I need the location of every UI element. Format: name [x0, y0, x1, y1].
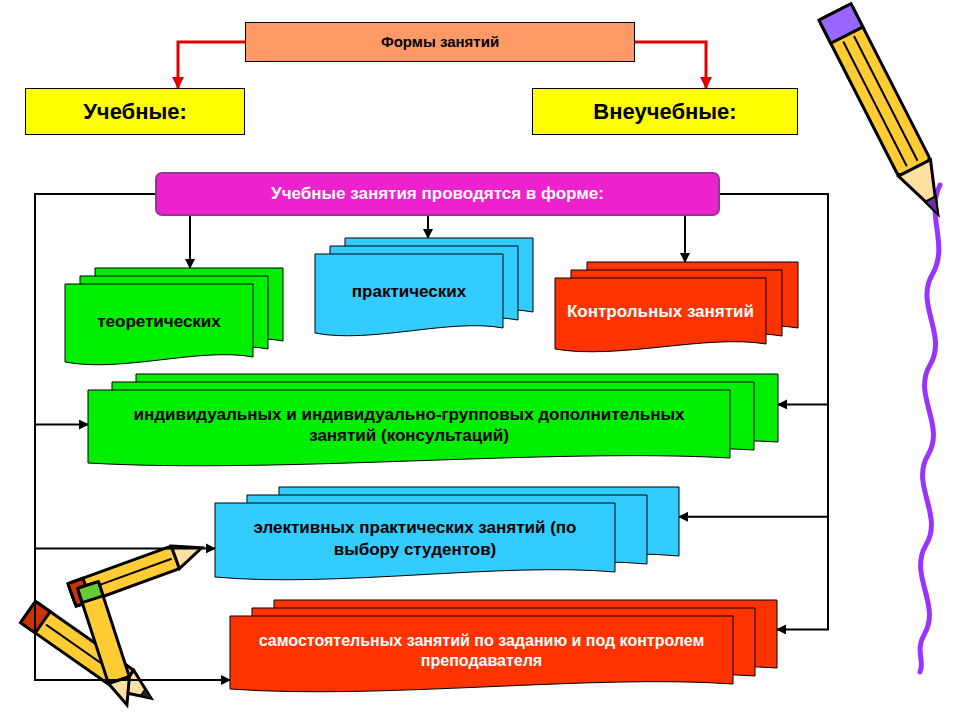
- connector-arrow: [178, 42, 245, 88]
- text-area: Внеучебные:: [532, 88, 798, 135]
- form-card: практических: [315, 238, 533, 336]
- card-layer: [230, 616, 733, 692]
- text-stack: Внеучебные:: [593, 98, 736, 126]
- text-area: Учебные:: [25, 88, 245, 135]
- form-card: элективных практических занятий (по выбо…: [215, 487, 679, 580]
- text-stack: теоретических: [97, 311, 221, 332]
- node-label: теоретических: [97, 311, 221, 332]
- text-stack: элективных практических занятий (по выбо…: [225, 517, 605, 560]
- card-layer: [215, 503, 615, 580]
- text-area: индивидуальных и индивидуально-групповых…: [88, 390, 730, 466]
- text-stack: самостоятельных занятий по заданию и под…: [240, 631, 723, 671]
- text-stack: практических: [352, 281, 466, 302]
- root-box: Формы занятий: [245, 22, 635, 62]
- text-stack: индивидуальных и индивидуально-групповых…: [98, 404, 720, 447]
- wavy-ribbon: [920, 185, 940, 672]
- text-area: Контрольных занятий: [555, 278, 766, 352]
- form-card: самостоятельных занятий по заданию и под…: [230, 600, 777, 692]
- category-box: Внеучебные:: [532, 88, 798, 135]
- node-label: Учебные занятия проводятся в форме:: [271, 183, 604, 204]
- text-area: практических: [315, 254, 503, 336]
- card-layer: [315, 254, 503, 336]
- connector-arrow: [189, 216, 191, 268]
- category-box: Учебные:: [25, 88, 245, 135]
- text-stack: Контрольных занятий: [567, 301, 754, 322]
- connector-arrow: [35, 194, 215, 548]
- pencil-illustration: [819, 4, 955, 223]
- card-layer: [88, 390, 730, 466]
- connector-arrow: [684, 216, 686, 262]
- form-card: теоретических: [65, 268, 283, 365]
- form-card: Контрольных занятий: [555, 262, 798, 352]
- card-layer: [65, 284, 253, 365]
- pencil-illustration: [68, 537, 206, 607]
- text-area: Учебные занятия проводятся в форме:: [155, 172, 720, 216]
- text-stack: Учебные:: [83, 98, 187, 126]
- connector-arrow: [679, 194, 828, 517]
- text-area: элективных практических занятий (по выбо…: [215, 503, 615, 580]
- text-area: самостоятельных занятий по заданию и под…: [230, 616, 733, 692]
- pencil-illustration: [78, 582, 138, 709]
- node-label: индивидуальных и индивидуально-групповых…: [98, 404, 720, 447]
- connector-arrow: [635, 42, 706, 88]
- node-label: Учебные:: [83, 98, 187, 126]
- connector-arrow: [427, 216, 429, 238]
- node-label: практических: [352, 281, 466, 302]
- text-area: Формы занятий: [245, 22, 635, 62]
- node-label: Формы занятий: [381, 33, 499, 52]
- text-stack: Формы занятий: [381, 33, 499, 52]
- node-label: элективных практических занятий (по выбо…: [225, 517, 605, 560]
- node-label: Контрольных занятий: [567, 301, 754, 322]
- node-label: Внеучебные:: [593, 98, 736, 126]
- text-stack: Учебные занятия проводятся в форме:: [271, 183, 604, 204]
- node-label: самостоятельных занятий по заданию и под…: [240, 631, 723, 671]
- text-area: теоретических: [65, 284, 253, 365]
- card-layer: [555, 278, 766, 352]
- form-card: индивидуальных и индивидуально-групповых…: [88, 374, 778, 466]
- header-box: Учебные занятия проводятся в форме:: [155, 172, 720, 216]
